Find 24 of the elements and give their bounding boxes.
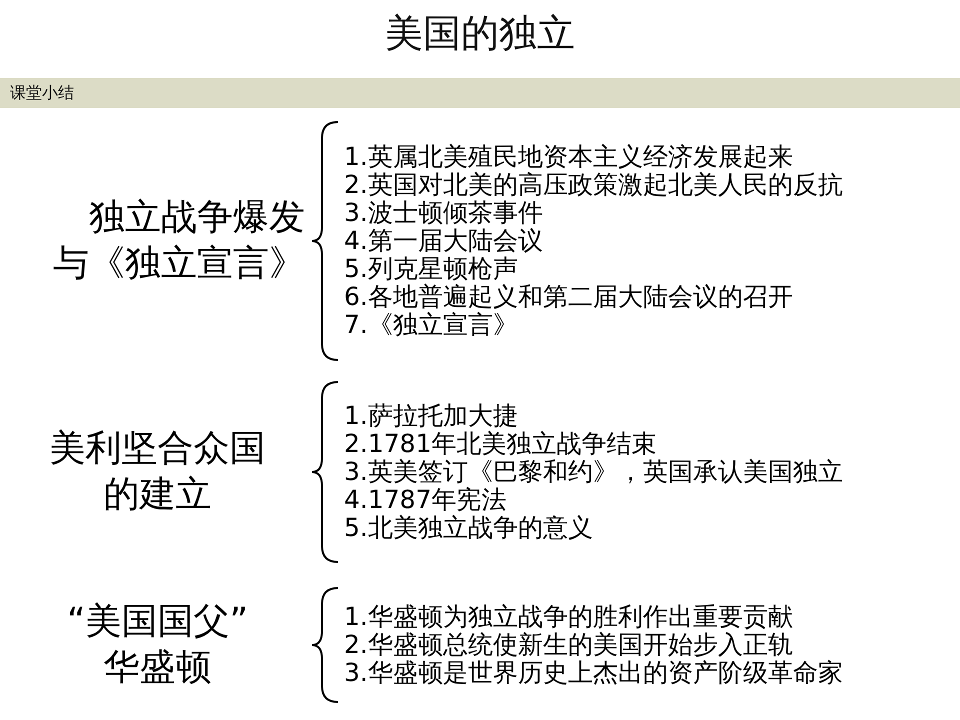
summary-point: 4.1787年宪法	[344, 486, 508, 514]
summary-point: 2.1781年北美独立战争结束	[344, 430, 658, 458]
summary-point: 3.英美签订《巴黎和约》，英国承认美国独立	[344, 458, 844, 486]
summary-point: 3.华盛顿是世界历史上杰出的资产阶级革命家	[344, 659, 844, 687]
summary-point: 6.各地普遍起义和第二届大陆会议的召开	[344, 283, 794, 311]
summary-point: 3.波士顿倾茶事件	[344, 199, 544, 227]
summary-point: 2.华盛顿总统使新生的美国开始步入正轨	[344, 631, 794, 659]
page-title: 美国的独立	[384, 10, 576, 57]
topic-heading: 独立战争爆发	[89, 196, 305, 240]
topic-heading: 华盛顿	[104, 646, 212, 690]
summary-point: 4.第一届大陆会议	[344, 227, 544, 255]
topic-heading: “美国国父”	[66, 600, 248, 644]
summary-point: 1.华盛顿为独立战争的胜利作出重要贡献	[344, 603, 794, 631]
summary-point: 5.北美独立战争的意义	[344, 514, 594, 542]
topic-heading: 与《独立宣言》	[53, 242, 305, 286]
section-header: 课堂小结	[9, 82, 74, 104]
summary-point: 7.《独立宣言》	[344, 311, 519, 339]
topic-heading: 的建立	[104, 473, 212, 517]
summary-point: 5.列克星顿枪声	[344, 255, 519, 283]
summary-point: 1.英属北美殖民地资本主义经济发展起来	[344, 143, 794, 171]
topic-heading: 美利坚合众国	[50, 427, 266, 471]
summary-point: 1.萨拉托加大捷	[344, 402, 519, 430]
summary-point: 2.英国对北美的高压政策激起北美人民的反抗	[344, 171, 844, 199]
section-header-bar	[0, 78, 960, 108]
